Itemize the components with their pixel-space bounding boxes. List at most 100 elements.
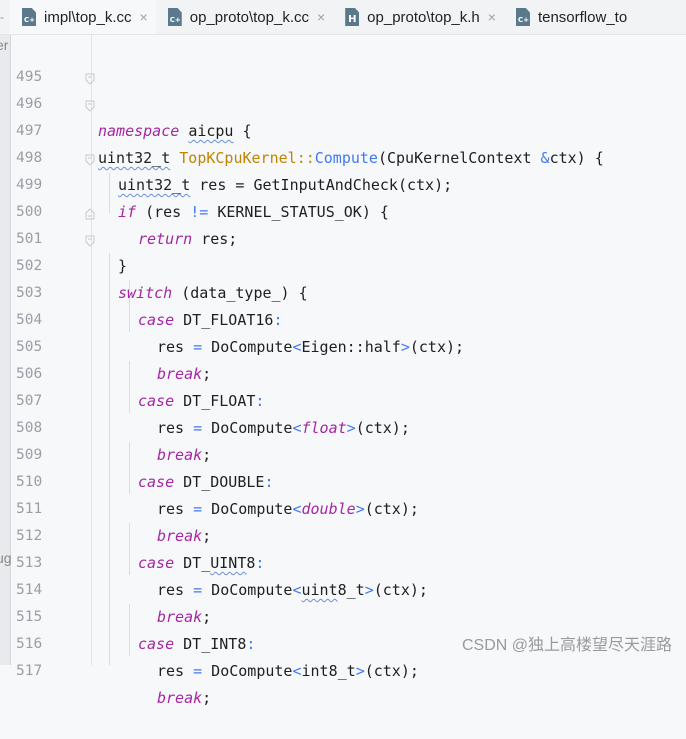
code-token: { xyxy=(233,122,252,140)
code-token: DoCompute xyxy=(202,338,293,356)
tool-window-label: ug xyxy=(0,550,12,566)
code-line: 508 break; xyxy=(11,388,686,464)
type-name: uint32_t xyxy=(118,176,191,194)
operator: : xyxy=(273,311,283,329)
code-token: DoCompute xyxy=(202,500,293,518)
code-text: case DT_DOUBLE: xyxy=(138,469,273,496)
line-number: 504 xyxy=(16,312,43,328)
code-line: 506 case DT_FLOAT: xyxy=(11,334,686,410)
code-text: return res; xyxy=(138,226,237,253)
tab-label: impl\top_k.cc xyxy=(44,8,132,26)
code-text: res = DoCompute<Eigen::half>(ctx); xyxy=(157,334,464,361)
code-token: DoCompute xyxy=(202,581,293,599)
operator: > xyxy=(346,419,356,437)
keyword: break xyxy=(157,365,203,383)
code-token: ; xyxy=(202,365,212,383)
indent-guide xyxy=(129,442,130,494)
code-token: res xyxy=(157,500,194,518)
line-number: 497 xyxy=(16,123,43,139)
code-token: DT_FLOAT16 xyxy=(174,311,274,329)
operator: < xyxy=(292,581,302,599)
code-line: 503 case DT_FLOAT16: xyxy=(11,253,686,329)
operator: < xyxy=(292,500,302,518)
operator: < xyxy=(292,419,302,437)
line-number: 517 xyxy=(16,663,43,679)
fold-marker-icon[interactable] xyxy=(85,235,95,247)
line-number: 500 xyxy=(16,204,43,220)
close-icon[interactable]: × xyxy=(487,9,496,25)
code-text: res = DoCompute<uint8_t>(ctx); xyxy=(157,577,428,604)
line-number: 508 xyxy=(16,420,43,436)
code-line: 498 uint32_t res = GetInputAndCheck(ctx)… xyxy=(11,118,686,194)
code-text: break; xyxy=(157,442,211,469)
code-text: uint32_t TopKCpuKernel::Compute(CpuKerne… xyxy=(98,145,604,172)
code-token: ; xyxy=(202,446,212,464)
operator: > xyxy=(355,500,365,518)
line-number: 512 xyxy=(16,528,43,544)
code-line: 496 namespace aicpu { xyxy=(11,64,686,140)
tab-op-proto-top-k-h[interactable]: H op_proto\top_k.h × xyxy=(333,0,504,34)
keyword: case xyxy=(138,392,175,410)
code-token: :: xyxy=(296,149,315,167)
code-token: res xyxy=(157,338,194,356)
code-line: 509 case DT_DOUBLE: xyxy=(11,415,686,491)
fold-marker-icon[interactable] xyxy=(85,100,95,112)
code-line: 515 case DT_INT8: xyxy=(11,577,686,653)
tab-impl-top-k-cc[interactable]: C+ impl\top_k.cc × xyxy=(10,0,156,34)
code-token: (data_type_) { xyxy=(172,284,308,302)
code-token: res xyxy=(157,581,194,599)
code-text: break; xyxy=(157,523,211,550)
operator: : xyxy=(246,635,256,653)
code-text: switch (data_type_) { xyxy=(118,280,308,307)
code-editor[interactable]: 495 496 namespace aicpu { 497 uint32_t T… xyxy=(11,35,686,707)
type-name: uint xyxy=(301,581,338,599)
line-number: 498 xyxy=(16,150,43,166)
code-token: UINT xyxy=(210,554,247,572)
close-icon[interactable]: × xyxy=(139,9,148,25)
unfold-end-marker-icon[interactable] xyxy=(85,208,95,220)
code-line: 513 res = DoCompute<uint8_t>(ctx); xyxy=(11,523,686,599)
fold-marker-icon[interactable] xyxy=(85,73,95,85)
line-number: 499 xyxy=(16,177,43,193)
line-number: 496 xyxy=(16,96,43,112)
line-number: 495 xyxy=(16,69,43,85)
line-number: 507 xyxy=(16,393,43,409)
operator: : xyxy=(255,392,265,410)
tab-label: op_proto\top_k.cc xyxy=(189,8,309,26)
code-text: res = DoCompute<float>(ctx); xyxy=(157,415,410,442)
code-token: (ctx); xyxy=(409,338,465,356)
operator: & xyxy=(540,149,550,167)
left-tool-window-strip[interactable]: er ug xyxy=(0,35,12,665)
operator: < xyxy=(292,338,302,356)
line-number: 506 xyxy=(16,366,43,382)
keyword: return xyxy=(138,230,193,248)
line-number: 505 xyxy=(16,339,43,355)
cpp-file-icon: C+ xyxy=(515,8,530,26)
close-icon[interactable]: × xyxy=(316,9,326,25)
keyword: break xyxy=(157,689,203,707)
line-number: 509 xyxy=(16,447,43,463)
code-token: ; xyxy=(202,689,212,707)
keyword: break xyxy=(157,446,203,464)
code-line: 514 break; xyxy=(11,550,686,626)
indent-guide xyxy=(109,173,110,213)
line-number: 503 xyxy=(16,285,43,301)
fold-marker-icon[interactable] xyxy=(85,154,95,166)
code-token: ; xyxy=(202,608,212,626)
identifier: aicpu xyxy=(188,122,234,140)
code-text: res = DoCompute<int8_t>(ctx); xyxy=(157,658,419,685)
indent-guide xyxy=(129,523,130,575)
code-token: (res xyxy=(136,203,191,221)
tab-tensorflow-to[interactable]: C+ tensorflow_to xyxy=(504,0,635,34)
code-line: 504 res = DoCompute<Eigen::half>(ctx); xyxy=(11,280,686,356)
code-text: res = DoCompute<double>(ctx); xyxy=(157,496,419,523)
tab-op-proto-top-k-cc[interactable]: C+ op_proto\top_k.cc × xyxy=(156,0,333,34)
code-line: 502 switch (data_type_) { xyxy=(11,226,686,302)
keyword: case xyxy=(138,554,175,572)
indent-guide xyxy=(129,604,130,656)
code-token: DT_ xyxy=(174,554,211,572)
code-line: 510 res = DoCompute<double>(ctx); xyxy=(11,442,686,518)
indent-guide xyxy=(109,253,110,665)
line-number: 516 xyxy=(16,636,43,652)
code-line: 501 } xyxy=(11,199,686,275)
